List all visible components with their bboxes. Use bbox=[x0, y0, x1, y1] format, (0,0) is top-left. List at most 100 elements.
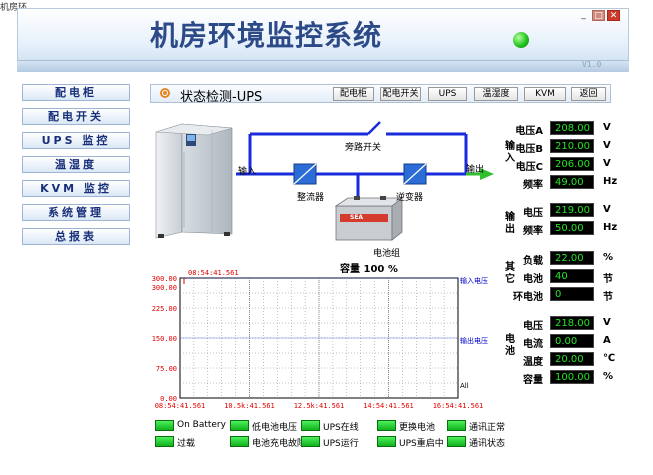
readout-group-char: 其 bbox=[505, 262, 515, 273]
status-legend-label: 通讯状态 bbox=[469, 439, 506, 449]
readout-group-other: 其它 bbox=[504, 262, 516, 286]
rectifier-label: 整流器 bbox=[297, 193, 325, 203]
readout-input-unit: V bbox=[603, 158, 611, 169]
status-led-icon bbox=[155, 436, 174, 447]
readout-output-value: 50.00 bbox=[550, 221, 594, 235]
menu-item-distribution-switch[interactable]: 配电开关 bbox=[22, 108, 130, 125]
minimize-button[interactable]: _ bbox=[581, 10, 586, 20]
status-legend-label: On Battery bbox=[177, 420, 226, 430]
readout-other-unit: 节 bbox=[603, 292, 613, 303]
status-led-icon bbox=[301, 420, 320, 431]
chart-y-tick-label: 225.00 bbox=[152, 305, 177, 313]
readout-battery-value: 218.00 bbox=[550, 316, 594, 330]
tab-ups[interactable]: UPS bbox=[428, 87, 467, 101]
readout-battery-value: 20.00 bbox=[550, 352, 594, 366]
status-legend-label: UPS在线 bbox=[323, 423, 359, 433]
chart-cursor-time: 08:54:41.561 bbox=[188, 269, 239, 277]
chart-y-tick-label: 150.00 bbox=[152, 335, 177, 343]
readout-output-unit: V bbox=[603, 204, 611, 215]
status-legend-label: 更换电池 bbox=[399, 423, 436, 433]
readout-input-value: 206.00 bbox=[550, 157, 594, 171]
top-crop-text: 机房环 bbox=[0, 3, 28, 13]
status-legend-label: UPS重启中 bbox=[399, 439, 444, 449]
tab-temp-humidity[interactable]: 温湿度 bbox=[474, 87, 518, 101]
chart-series-label: 输出电压 bbox=[460, 336, 488, 345]
tab-distribution-switch[interactable]: 配电开关 bbox=[380, 87, 421, 101]
readout-other-unit: % bbox=[603, 252, 614, 263]
maximize-button[interactable]: □ bbox=[592, 10, 605, 21]
status-led-icon bbox=[447, 420, 466, 431]
status-legend-label: 低电池电压 bbox=[252, 423, 298, 433]
ups-cabinet-image bbox=[155, 123, 233, 239]
header-strip bbox=[17, 60, 629, 72]
capacity-label: 容量 bbox=[340, 264, 360, 275]
status-led-icon bbox=[513, 32, 529, 48]
status-led-icon bbox=[301, 436, 320, 447]
readout-group-input: 输入 bbox=[504, 141, 516, 165]
app-title: 机房环境监控系统 bbox=[150, 19, 383, 52]
menu-item-kvm-monitor[interactable]: KVM 监控 bbox=[22, 180, 130, 197]
tab-back[interactable]: 返回 bbox=[571, 87, 606, 101]
readout-battery-unit: % bbox=[603, 371, 614, 382]
chart-x-tick-label: 10.5k:41.561 bbox=[224, 402, 275, 410]
capacity-unit: % bbox=[387, 264, 398, 275]
readout-other-label: 负载 bbox=[523, 256, 543, 267]
trend-chart: 300.00225.00150.0075.000.00300.0008:54:4… bbox=[152, 269, 488, 410]
chart-y-tick-label: 300.00 bbox=[152, 275, 177, 283]
readout-other-label: 环电池 bbox=[513, 292, 543, 303]
readout-input-value: 210.00 bbox=[550, 139, 594, 153]
readout-battery-label: 容量 bbox=[523, 375, 543, 386]
readout-other-value: 22.00 bbox=[550, 251, 594, 265]
readout-battery-label: 电流 bbox=[523, 339, 543, 350]
status-led-icon bbox=[377, 436, 396, 447]
readout-group-char: 电 bbox=[505, 334, 515, 345]
capacity-value: 100 bbox=[363, 264, 385, 275]
readout-output-value: 219.00 bbox=[550, 203, 594, 217]
chart-x-tick-label: 16:54:41.561 bbox=[433, 402, 484, 410]
readout-input-unit: Hz bbox=[603, 176, 618, 187]
readout-other-label: 电池 bbox=[523, 274, 543, 285]
status-led-icon bbox=[447, 436, 466, 447]
readout-group-char: 入 bbox=[505, 153, 515, 164]
readout-group-char: 输 bbox=[505, 141, 515, 152]
readout-input-value: 49.00 bbox=[550, 175, 594, 189]
output-arrow-icon bbox=[480, 168, 494, 180]
readout-input-unit: V bbox=[603, 140, 611, 151]
readout-input-label: 电压C bbox=[515, 162, 543, 173]
tab-distribution-cabinet[interactable]: 配电柜 bbox=[333, 87, 374, 101]
close-button[interactable]: ✕ bbox=[607, 10, 620, 21]
readout-input-label: 电压B bbox=[515, 144, 543, 155]
status-led-icon bbox=[230, 436, 249, 447]
readout-battery-unit: ℃ bbox=[603, 353, 616, 364]
chart-series-label: 输入电压 bbox=[460, 276, 488, 285]
toolbar-title: 状态检测-UPS bbox=[180, 90, 263, 105]
battery-pack-icon bbox=[334, 196, 404, 241]
status-legend-label: 电池充电故障 bbox=[252, 439, 307, 449]
status-led-icon bbox=[230, 420, 249, 431]
readout-battery-unit: A bbox=[603, 335, 611, 346]
menu-item-ups-monitor[interactable]: UPS 监控 bbox=[22, 132, 130, 149]
tab-kvm[interactable]: KVM bbox=[524, 87, 566, 101]
ups-flow-diagram bbox=[236, 121, 494, 241]
chart-y-tick-label: 75.00 bbox=[156, 365, 177, 373]
menu-item-temp-humidity[interactable]: 温湿度 bbox=[22, 156, 130, 173]
readout-input-value: 208.00 bbox=[550, 121, 594, 135]
readout-group-output: 输出 bbox=[504, 212, 516, 236]
readout-input-unit: V bbox=[603, 122, 611, 133]
readout-input-label: 频率 bbox=[523, 180, 543, 191]
chart-x-tick-label: 14:54:41.561 bbox=[363, 402, 414, 410]
bypass-switch-label: 旁路开关 bbox=[345, 143, 382, 153]
battery-pack-label: 电池组 bbox=[373, 249, 401, 259]
status-led-icon bbox=[377, 420, 396, 431]
status-legend-label: 过载 bbox=[177, 439, 196, 449]
menu-item-reports[interactable]: 总报表 bbox=[22, 228, 130, 245]
readout-output-label: 频率 bbox=[523, 226, 543, 237]
readout-group-char: 出 bbox=[505, 224, 515, 235]
version-label: V1.0 bbox=[582, 60, 602, 69]
menu-item-distribution-cabinet[interactable]: 配电柜 bbox=[22, 84, 130, 101]
inverter-label: 逆变器 bbox=[396, 193, 424, 203]
readout-battery-value: 100.00 bbox=[550, 370, 594, 384]
menu-item-system-admin[interactable]: 系统管理 bbox=[22, 204, 130, 221]
chart-series-label: All bbox=[460, 382, 469, 390]
readout-other-value: 40 bbox=[550, 269, 594, 283]
